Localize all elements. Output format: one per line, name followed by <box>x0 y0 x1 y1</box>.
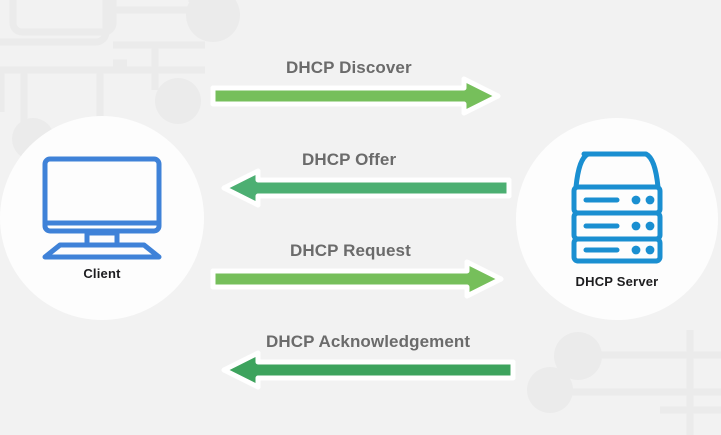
arrow-label-dhcp-offer: DHCP Offer <box>302 150 397 169</box>
server-node: DHCP Server <box>516 118 718 320</box>
server-rack-icon <box>571 151 663 264</box>
desktop-monitor-icon <box>42 156 162 260</box>
client-node: Client <box>0 116 204 320</box>
arrow-label-dhcp-request: DHCP Request <box>290 241 411 260</box>
arrow-label-dhcp-acknowledgement: DHCP Acknowledgement <box>266 332 471 351</box>
arrow-dhcp-request <box>206 249 511 309</box>
client-label: Client <box>83 266 121 281</box>
server-label: DHCP Server <box>575 274 659 289</box>
arrow-dhcp-acknowledgement <box>206 340 521 400</box>
arrow-dhcp-offer <box>206 158 516 218</box>
arrow-label-dhcp-discover: DHCP Discover <box>286 58 412 77</box>
arrow-dhcp-discover <box>206 66 506 126</box>
